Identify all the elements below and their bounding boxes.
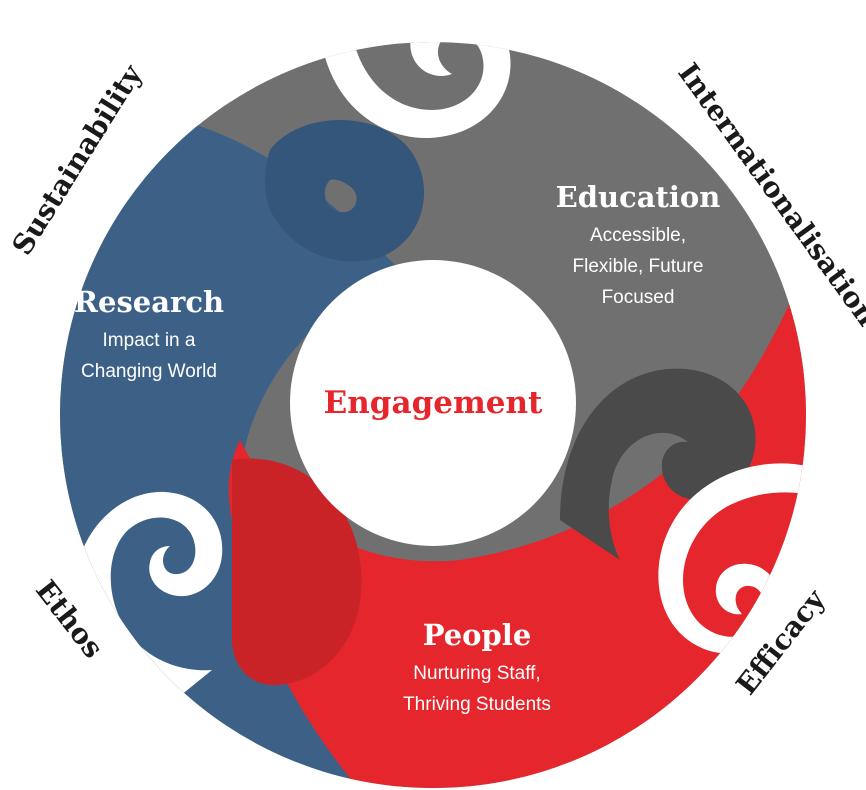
value-ethos: Ethos bbox=[29, 574, 110, 665]
education-line-1: Accessible, bbox=[590, 225, 686, 246]
research-swirl-accent bbox=[265, 120, 425, 262]
people-sector bbox=[228, 240, 806, 788]
education-title: Education bbox=[556, 180, 721, 214]
education-block: Education Accessible, Flexible, Future F… bbox=[556, 180, 721, 308]
people-title: People bbox=[423, 618, 532, 652]
people-block: People Nurturing Staff, Thriving Student… bbox=[403, 618, 551, 715]
research-title: Research bbox=[74, 285, 224, 319]
education-line-3: Focused bbox=[602, 287, 675, 308]
research-line-1: Impact in a bbox=[103, 330, 196, 351]
people-line-2: Thriving Students bbox=[403, 694, 551, 715]
education-swirl-accent bbox=[560, 368, 756, 560]
research-block: Research Impact in a Changing World bbox=[74, 285, 224, 382]
research-line-2: Changing World bbox=[81, 361, 217, 382]
education-line-2: Flexible, Future bbox=[573, 256, 704, 277]
center-label: Engagement bbox=[324, 385, 543, 421]
people-line-1: Nurturing Staff, bbox=[413, 663, 540, 684]
center-circle bbox=[290, 260, 576, 546]
people-swirl-accent bbox=[232, 458, 362, 686]
